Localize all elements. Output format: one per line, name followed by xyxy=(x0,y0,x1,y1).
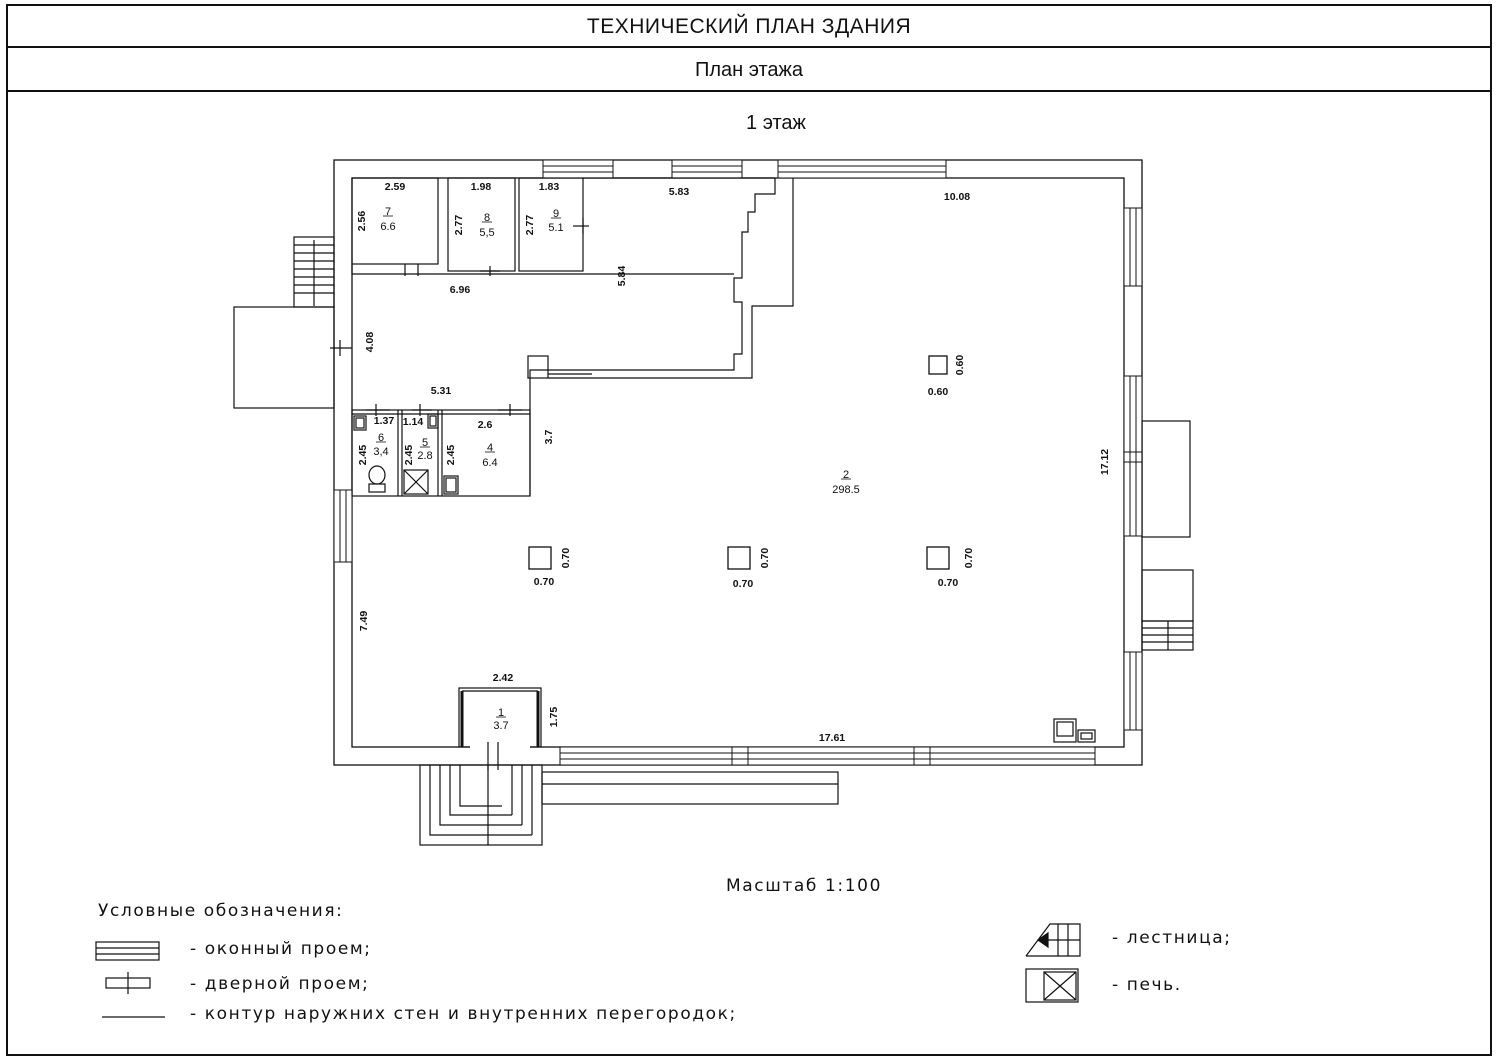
dimension: 4.08 xyxy=(364,332,376,353)
room-area: 5.1 xyxy=(548,222,563,234)
room-area: 6.6 xyxy=(380,221,395,233)
dimension: 2.59 xyxy=(385,181,406,193)
room-area: 3,4 xyxy=(373,446,388,458)
stove-symbol xyxy=(1025,968,1079,1003)
dimension: 0.60 xyxy=(954,355,966,376)
room-number: 6 xyxy=(378,432,384,444)
dimension: 0.70 xyxy=(963,548,975,569)
dimension: 0.70 xyxy=(733,578,754,590)
legend-stairs: - лестница; xyxy=(1112,928,1232,948)
window-symbol xyxy=(95,941,160,961)
legend-contour: - контур наружних стен и внутренних пере… xyxy=(190,1004,737,1024)
right-porch xyxy=(1141,420,1194,651)
dimension: 1.37 xyxy=(374,415,395,427)
drawing-frame: ТЕХНИЧЕСКИЙ ПЛАН ЗДАНИЯ План этажа xyxy=(6,4,1492,1056)
vestibule xyxy=(458,687,542,770)
sanitary-doors xyxy=(366,404,522,416)
bottom-windows xyxy=(559,746,1096,766)
dimension: 17.12 xyxy=(1099,449,1111,475)
stove-fixture xyxy=(1053,718,1096,743)
room-area: 6.4 xyxy=(482,457,497,469)
dimension: 2.45 xyxy=(445,445,457,466)
upper-room-doors xyxy=(404,218,589,276)
room-area: 298.5 xyxy=(832,484,860,496)
legend-window: - оконный проем; xyxy=(190,939,372,959)
left-door xyxy=(330,340,352,356)
scale-label: Масштаб 1:100 xyxy=(726,876,882,896)
room-area: 3.7 xyxy=(493,720,508,732)
legend-door: - дверной проем; xyxy=(190,974,369,994)
floor-label: 1 этаж xyxy=(746,112,807,134)
dimension: 17.61 xyxy=(819,732,845,744)
dimension: 2.45 xyxy=(357,445,369,466)
dimension: 2.45 xyxy=(403,445,415,466)
dimension-labels: 2.59 2.56 1.98 2.77 1.83 2.77 5.83 10.08… xyxy=(356,181,1111,744)
top-windows xyxy=(542,159,947,179)
right-windows xyxy=(1123,207,1143,731)
dimension: 2.56 xyxy=(356,211,368,232)
plan-subtitle: План этажа xyxy=(8,48,1490,92)
dimension: 5.84 xyxy=(616,266,628,287)
dimension: 2.77 xyxy=(524,215,536,236)
dimension: 1.75 xyxy=(548,707,560,728)
left-porch xyxy=(233,236,335,409)
room-number: 2 xyxy=(843,469,849,481)
legend-stove: - печь. xyxy=(1112,975,1182,995)
dimension: 1.83 xyxy=(539,181,560,193)
room-area: 2.8 xyxy=(417,450,432,462)
dimension: 2.42 xyxy=(493,672,514,684)
dimension: 5.83 xyxy=(669,186,690,198)
columns xyxy=(528,355,950,570)
dimension: 5.31 xyxy=(431,385,452,397)
stairs-symbol xyxy=(1025,923,1081,957)
document-title: ТЕХНИЧЕСКИЙ ПЛАН ЗДАНИЯ xyxy=(8,6,1490,48)
dimension: 0.70 xyxy=(759,548,771,569)
dimension: 0.60 xyxy=(928,386,949,398)
dimension: 2.77 xyxy=(453,215,465,236)
legend: Условные обозначения: - оконный проем; -… xyxy=(95,901,1232,1024)
room-number: 7 xyxy=(385,206,391,218)
plumbing-fixtures xyxy=(353,413,459,495)
room-labels: 7 6.6 8 5,5 9 5.1 6 3,4 5 2.8 4 6.4 2 29… xyxy=(373,206,859,732)
room-number: 1 xyxy=(498,707,504,719)
legend-title: Условные обозначения: xyxy=(98,901,343,921)
dimension: 3.7 xyxy=(543,430,555,445)
door-symbol xyxy=(105,972,151,994)
dimension: 0.70 xyxy=(534,576,555,588)
room-area: 5,5 xyxy=(479,227,494,239)
room-number: 9 xyxy=(553,208,559,220)
dimension: 0.70 xyxy=(938,577,959,589)
dimension: 1.14 xyxy=(403,416,424,428)
room-number: 8 xyxy=(484,212,490,224)
corridor-partition xyxy=(527,178,794,496)
bottom-stairs xyxy=(419,764,839,846)
dimension: 10.08 xyxy=(944,191,970,203)
room-number: 4 xyxy=(487,442,493,454)
left-window xyxy=(333,489,353,563)
dimension: 0.70 xyxy=(560,548,572,569)
dimension: 7.49 xyxy=(358,611,370,632)
dimension: 2.6 xyxy=(478,419,493,431)
dimension: 6.96 xyxy=(450,284,471,296)
room-number: 5 xyxy=(422,437,428,449)
dimension: 1.98 xyxy=(471,181,492,193)
